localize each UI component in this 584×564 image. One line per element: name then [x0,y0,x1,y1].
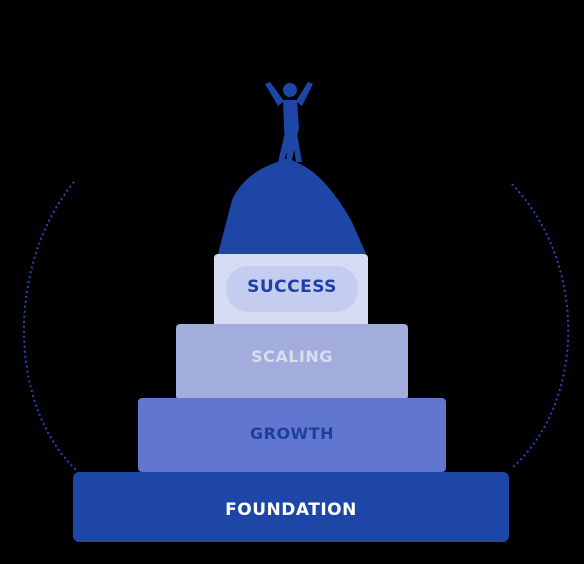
left-dotted-arc [23,181,77,471]
foundation-label: FOUNDATION [225,500,357,520]
right-dotted-arc [511,183,570,469]
tier-foundation [73,472,509,542]
growth-label: GROWTH [249,424,334,443]
scaling-label: SCALING [251,347,333,366]
tier-success-pill [226,266,358,312]
tier-growth [138,398,446,472]
person-arms-raised-icon [265,82,313,162]
mountain-summit [218,158,366,254]
tier-scaling [176,324,408,400]
success-label: SUCCESS [247,277,337,297]
